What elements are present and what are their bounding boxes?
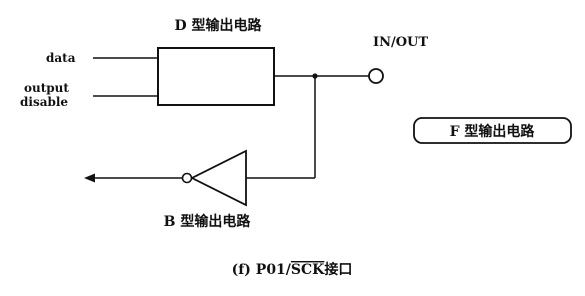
figure-caption: (f) P01/SCK接口: [232, 261, 353, 278]
d-type-output-block: [157, 47, 275, 106]
caption-suffix: 接口: [324, 261, 352, 278]
caption-prefix: (f) P01/: [232, 262, 292, 278]
data-input-label: data: [46, 51, 76, 65]
caption-overlined: SCK: [291, 262, 325, 278]
inversion-bubble: [181, 172, 193, 184]
d-type-output-label: D 型输出电路: [174, 17, 262, 34]
f-type-output-box: [413, 117, 572, 144]
in-out-pin-terminal: [368, 68, 384, 84]
output-disable-label-line2: disable: [20, 95, 68, 109]
arrow-left-icon: [84, 173, 95, 183]
output-disable-label-line1: output: [24, 81, 69, 95]
f-type-output-label: F 型输出电路: [450, 123, 536, 140]
b-type-buffer-triangle: [189, 149, 247, 207]
b-type-output-label: B 型输出电路: [164, 213, 252, 230]
in-out-pin-label: IN/OUT: [373, 35, 428, 50]
